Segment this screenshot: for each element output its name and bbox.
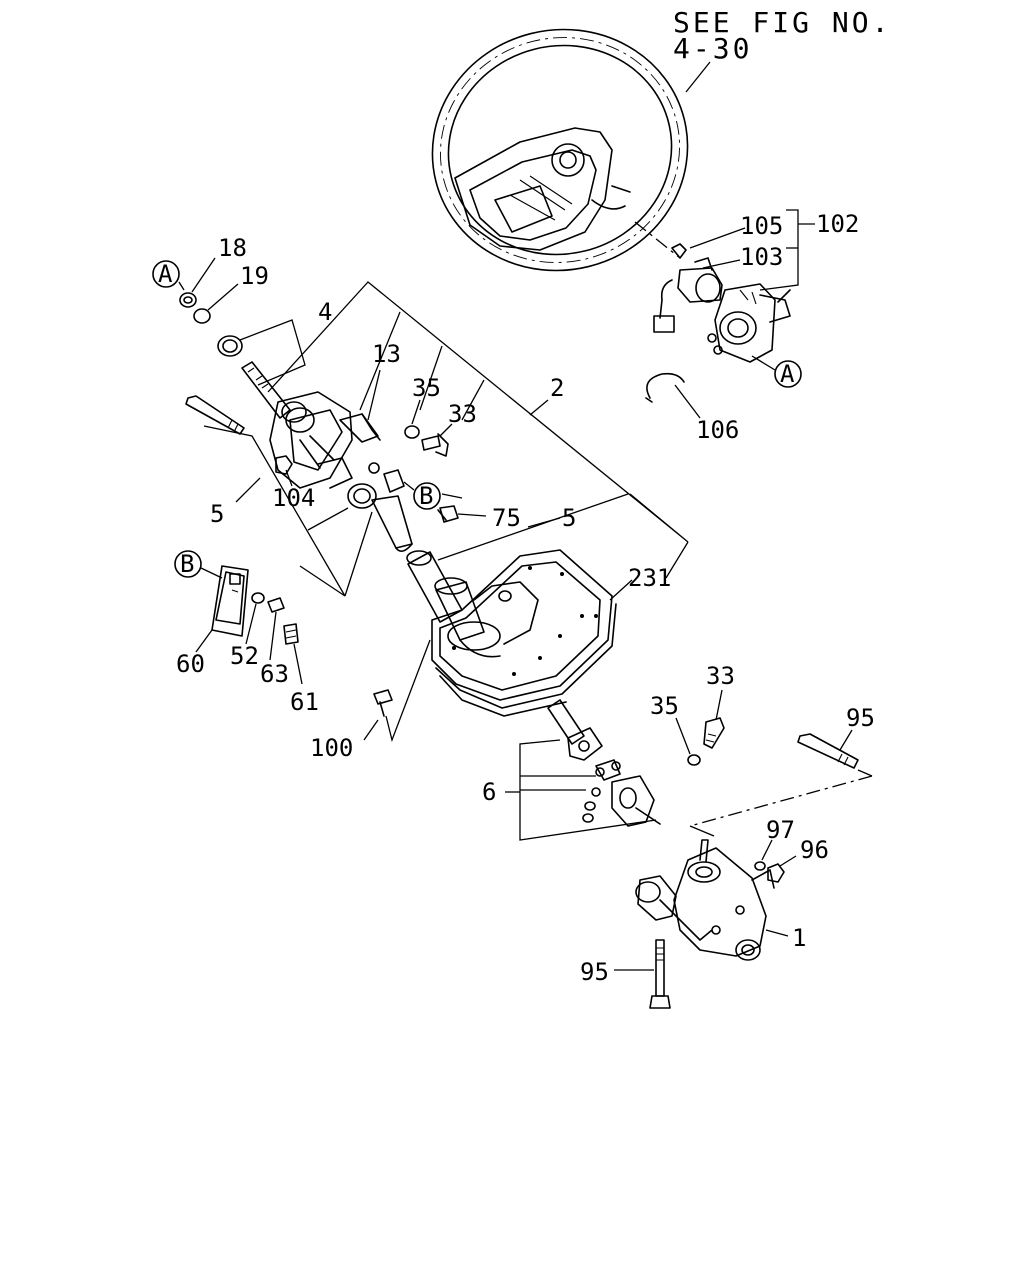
callout-1: 1 — [792, 924, 806, 952]
washer-35-upper — [404, 425, 420, 439]
nut-18 — [179, 292, 197, 308]
callout-60: 60 — [176, 650, 205, 678]
callout-18: 18 — [218, 234, 247, 262]
ref-b-circle-left — [174, 550, 202, 578]
bushing-left — [347, 483, 377, 509]
combination-switch — [653, 267, 791, 363]
bolt-33-upper — [421, 433, 449, 457]
callout-5-right: 5 — [562, 504, 576, 532]
callout-105: 105 — [740, 212, 783, 240]
fig-ref-leader — [685, 61, 711, 93]
callout-63: 63 — [260, 660, 289, 688]
callout-106: 106 — [696, 416, 739, 444]
clip-61 — [283, 623, 299, 645]
upper-shaft — [241, 361, 307, 423]
nut-104 — [275, 455, 293, 475]
washer-97 — [754, 861, 766, 871]
callout-100: 100 — [310, 734, 353, 762]
callout-4: 4 — [318, 298, 332, 326]
bracket-2 — [267, 281, 689, 543]
callout-97: 97 — [766, 816, 795, 844]
long-bolt-95-upper — [797, 733, 859, 769]
washer-35-lower — [687, 754, 701, 766]
bracket-5-right — [437, 493, 629, 561]
middle-shaft — [371, 495, 413, 552]
bracket-5-mid — [307, 507, 373, 597]
wheel-axis-line — [634, 221, 681, 259]
callout-102: 102 — [816, 210, 859, 238]
callout-96: 96 — [800, 836, 829, 864]
bracket-60 — [211, 565, 249, 637]
band-106 — [645, 372, 685, 403]
callout-2: 2 — [550, 374, 564, 402]
ref-a-label-right: A — [780, 360, 795, 388]
callout-13: 13 — [372, 340, 401, 368]
snap-ring — [217, 335, 243, 357]
clamp-bushing — [368, 462, 405, 493]
callout-61: 61 — [290, 688, 319, 716]
long-bolt-95-lower — [649, 939, 671, 1009]
callout-35-upper: 35 — [412, 374, 441, 402]
callout-231: 231 — [628, 564, 671, 592]
callout-75: 75 — [492, 504, 521, 532]
washer-19 — [193, 308, 211, 324]
callout-6: 6 — [482, 778, 496, 806]
see-fig-label: SEE FIG NO. — [673, 6, 891, 39]
callout-19: 19 — [240, 262, 269, 290]
steering-gear — [635, 839, 775, 961]
nut-96 — [767, 863, 785, 883]
cover-231 — [431, 549, 617, 717]
callout-95-lower: 95 — [580, 958, 609, 986]
callout-95-upper: 95 — [846, 704, 875, 732]
bolt-33-lower — [703, 717, 725, 749]
callout-104: 104 — [272, 484, 315, 512]
ref-a-circle-left — [152, 260, 180, 288]
callout-35-lower: 35 — [650, 692, 679, 720]
bolt-75 — [437, 505, 459, 523]
callout-5-left: 5 — [210, 500, 224, 528]
bolt-axis-line — [689, 775, 873, 827]
intermediate-shaft — [547, 699, 603, 761]
steering-wheel — [431, 28, 689, 272]
callout-52: 52 — [230, 642, 259, 670]
callout-33-upper: 33 — [448, 400, 477, 428]
bracket-4 — [239, 319, 306, 386]
universal-joint — [582, 759, 661, 827]
bolt-100 — [373, 689, 393, 717]
ref-b-circle-mid — [413, 482, 441, 510]
ref-b-label-left: B — [180, 550, 194, 578]
long-bolt-upper — [185, 395, 245, 435]
bracket-13 — [339, 413, 381, 443]
ref-b-label-mid: B — [419, 482, 433, 510]
fig-number-label: 4-30 — [673, 32, 752, 65]
callout-33-lower: 33 — [706, 662, 735, 690]
screw-63 — [267, 597, 285, 613]
leader-103 — [702, 259, 741, 269]
bracket-5-left — [203, 425, 346, 597]
screw-105 — [671, 243, 687, 259]
washer-52 — [251, 592, 265, 604]
ref-a-circle-right — [774, 360, 802, 388]
leader-105 — [689, 227, 746, 249]
ref-a-label-left: A — [158, 260, 173, 288]
column-jacket — [269, 391, 353, 489]
callout-103: 103 — [740, 243, 783, 271]
